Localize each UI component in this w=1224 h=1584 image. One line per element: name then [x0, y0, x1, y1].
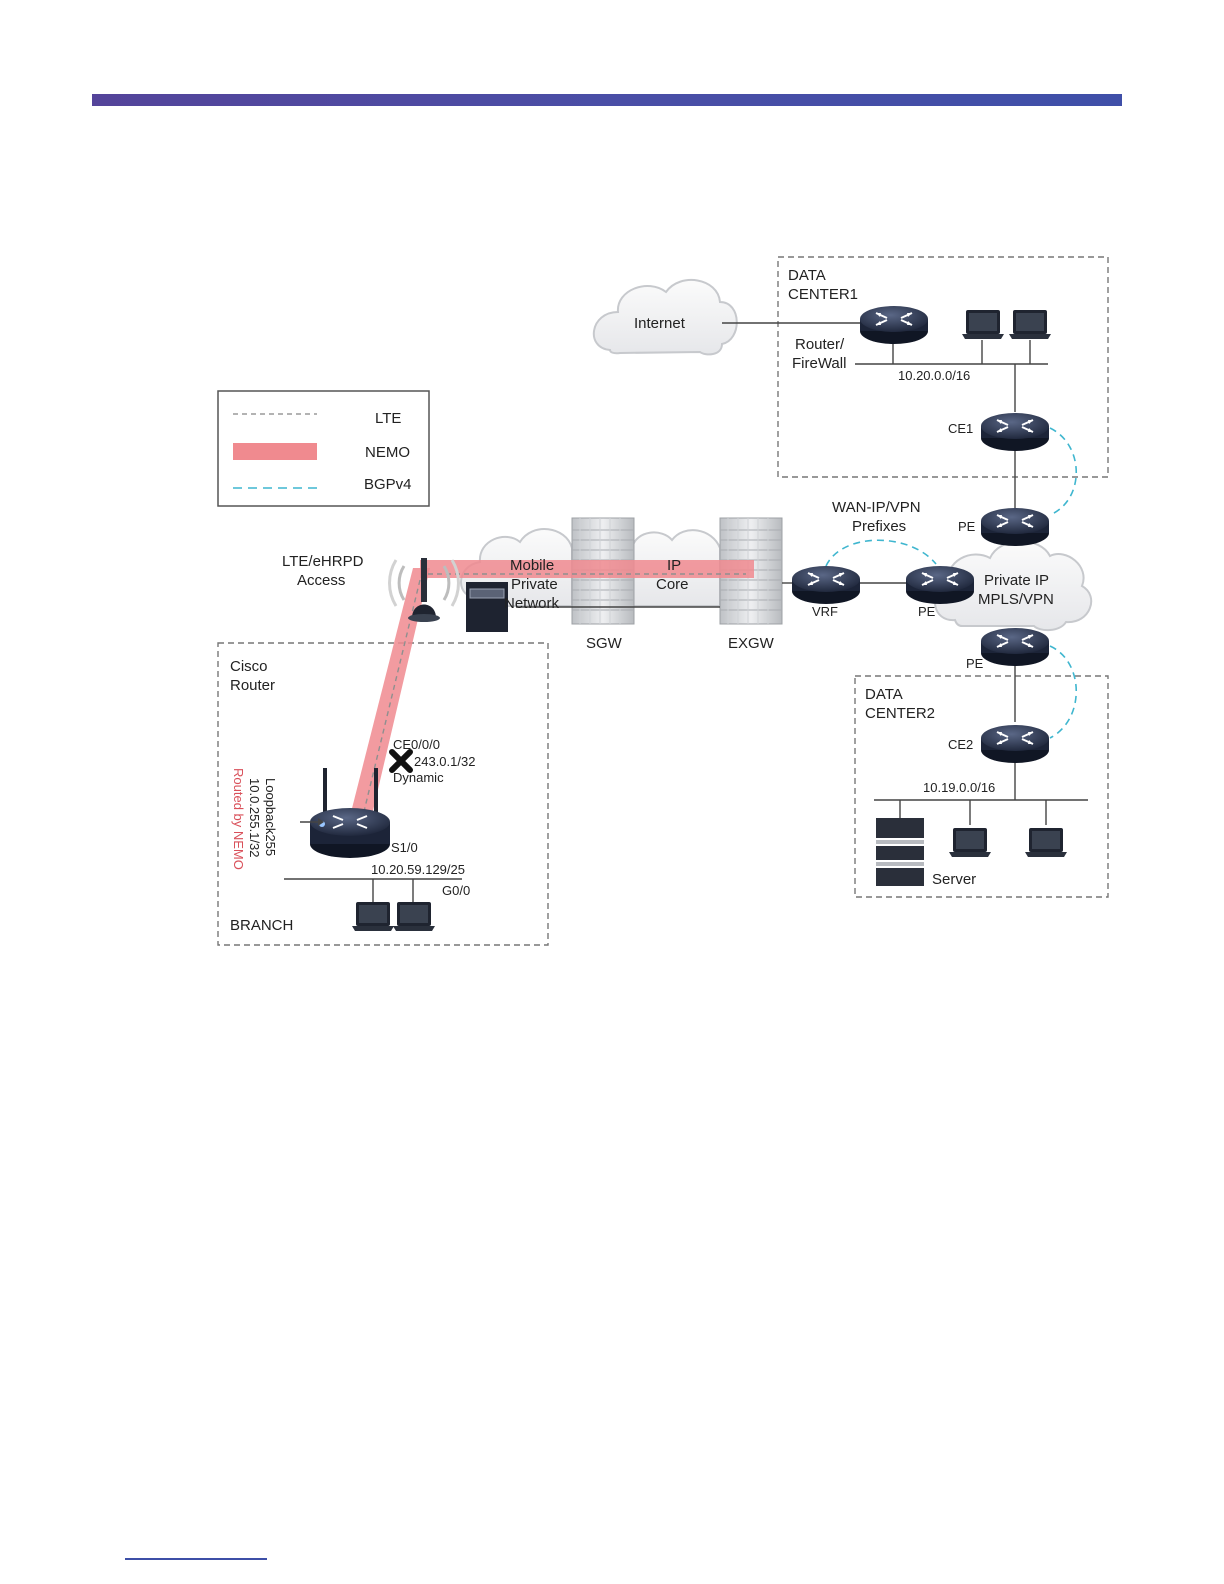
- server-label: Server: [932, 871, 976, 888]
- ip-core-label-line1: IP: [667, 557, 681, 574]
- pe-bottom-label: PE: [966, 656, 984, 671]
- wan-label-line2: Prefixes: [852, 518, 906, 535]
- branch-lan-label: 10.20.59.129/25: [371, 862, 465, 877]
- pe-mid-router: [905, 565, 975, 605]
- mpls-label-line1: Private IP: [984, 572, 1049, 589]
- links: [284, 322, 1088, 905]
- access-label-line2: Access: [297, 572, 345, 589]
- g0-label: G0/0: [442, 883, 470, 898]
- legend-lte-label: LTE: [375, 410, 401, 427]
- vrf-router: [791, 565, 861, 605]
- legend: LTE NEMO BGPv4: [217, 390, 430, 507]
- pe-bottom-router: [980, 627, 1050, 667]
- loopback-ip-label: 10.0.255.1/32: [247, 778, 262, 858]
- dc1-subnet-label: 10.20.0.0/16: [898, 368, 970, 383]
- ce-iface-label: CE0/0/0: [393, 737, 440, 752]
- mobile-label-line1: Mobile: [510, 557, 554, 574]
- branch-label: BRANCH: [230, 917, 293, 934]
- pe-top-router: [980, 507, 1050, 547]
- branch-title-line2: Router: [230, 677, 275, 694]
- dc2-subnet-label: 10.19.0.0/16: [923, 780, 995, 795]
- branch-laptop-1: [352, 902, 394, 931]
- datacenter1-box: [777, 256, 1109, 478]
- vrf-label: VRF: [812, 604, 838, 619]
- mpls-label-line2: MPLS/VPN: [978, 591, 1054, 608]
- branch-laptop-2: [393, 902, 435, 931]
- top-color-bar: [92, 94, 1122, 106]
- lte-antenna-icon: [388, 558, 460, 622]
- exgw-label: EXGW: [728, 635, 775, 652]
- dc1-title-line1: DATA: [788, 267, 826, 284]
- bgp-sessions: [825, 427, 1078, 739]
- ce2-router: [980, 724, 1050, 764]
- legend-nemo-swatch: [233, 443, 317, 460]
- ip-core-label-line2: Core: [656, 576, 689, 593]
- footer-rule: [125, 1558, 267, 1560]
- branch-cisco-router: [310, 768, 390, 858]
- dc2-laptop-2: [1025, 828, 1067, 857]
- dc1-laptop-1: [962, 310, 1004, 339]
- wan-label-line1: WAN-IP/VPN: [832, 499, 921, 516]
- dc1-title-line2: CENTER1: [788, 286, 858, 303]
- lte-links: [359, 573, 746, 829]
- dc2-laptop-1: [949, 828, 991, 857]
- branch-title-line1: Cisco: [230, 658, 268, 675]
- pe-top-label: PE: [958, 519, 976, 534]
- router-label-line1: Router/: [795, 336, 845, 353]
- sgw-label: SGW: [586, 635, 623, 652]
- ce-ip-label: 243.0.1/32: [414, 754, 475, 769]
- mobile-label-line3: Network: [504, 595, 560, 612]
- routed-by-nemo-label: Routed by NEMO: [231, 768, 246, 870]
- dc1-laptop-2: [1009, 310, 1051, 339]
- dc2-title-line2: CENTER2: [865, 705, 935, 722]
- server-icon: [876, 818, 924, 886]
- ce1-router: [980, 412, 1050, 452]
- legend-bgp-label: BGPv4: [364, 476, 412, 493]
- datacenter2-box: [854, 675, 1109, 898]
- internet-label: Internet: [634, 315, 686, 332]
- access-label-line1: LTE/eHRPD: [282, 553, 364, 570]
- x-mark-icon: [389, 749, 413, 773]
- ce2-label: CE2: [948, 737, 973, 752]
- router-label-line2: FireWall: [792, 355, 846, 372]
- router-firewall: [859, 305, 929, 345]
- mobile-label-line2: Private: [511, 576, 558, 593]
- mobile-gateway-box: [466, 582, 508, 632]
- loopback-arrow: [318, 818, 324, 826]
- dc2-title-line1: DATA: [865, 686, 903, 703]
- legend-nemo-label: NEMO: [365, 444, 410, 461]
- branch-box: [217, 642, 549, 946]
- ce-mode-label: Dynamic: [393, 770, 444, 785]
- pe-mid-label: PE: [918, 604, 936, 619]
- internet-cloud: [592, 278, 738, 356]
- loopback-label: Loopback255: [263, 778, 278, 856]
- s1-label: S1/0: [391, 840, 418, 855]
- ce1-label: CE1: [948, 421, 973, 436]
